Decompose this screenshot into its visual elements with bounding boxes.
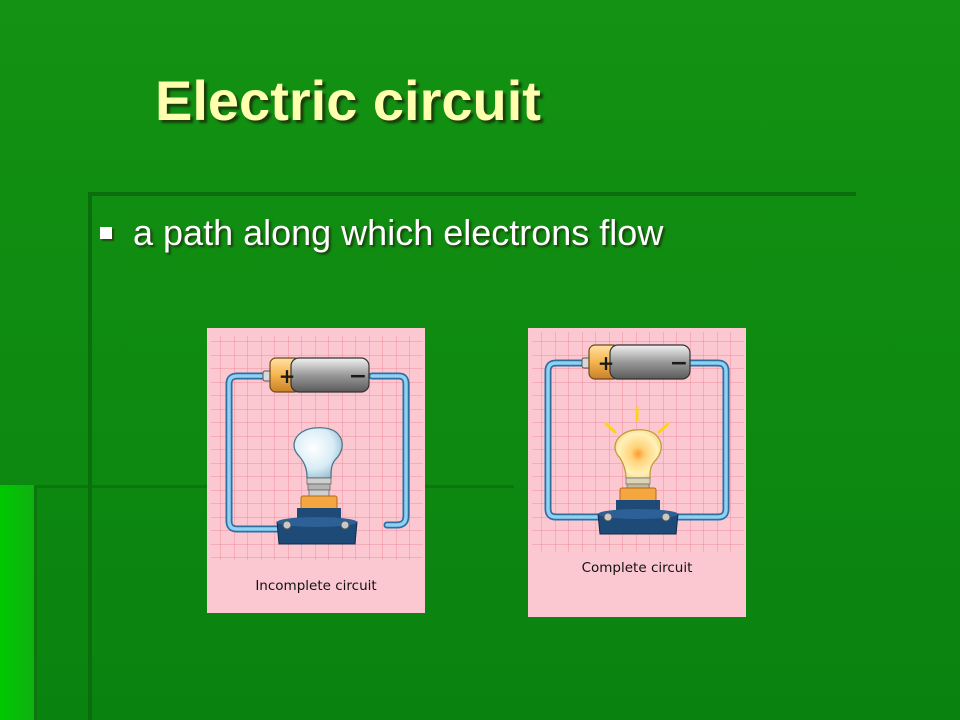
battery: + − [581,344,691,380]
battery-positive-label: + [598,351,615,375]
lower-panel-border-left [34,485,37,720]
complete-circuit-figure: + − Complete circuit [528,328,746,617]
left-accent-band [0,485,34,720]
lit-bulb [614,429,662,491]
wire [225,372,410,533]
battery-negative-label: − [670,351,688,376]
bullet-item: a path along which electrons flow [100,212,663,254]
wire [544,359,730,521]
panel-border-top [88,192,856,196]
slide-title: Electric circuit [155,69,541,132]
light-rays [604,406,670,434]
battery-negative-label: − [349,364,367,389]
bullet-text: a path along which electrons flow [133,212,664,253]
unlit-bulb [293,427,343,497]
battery-positive-label: + [279,364,296,388]
panel-border-left [88,192,92,720]
battery: + − [262,357,370,393]
bulb-socket [597,487,679,535]
figure-caption: Incomplete circuit [255,578,376,594]
figure-caption: Complete circuit [582,560,693,576]
incomplete-circuit-figure: + − Incomplete circuit [207,328,425,613]
square-bullet-icon [100,227,112,239]
bulb-socket [276,495,358,545]
